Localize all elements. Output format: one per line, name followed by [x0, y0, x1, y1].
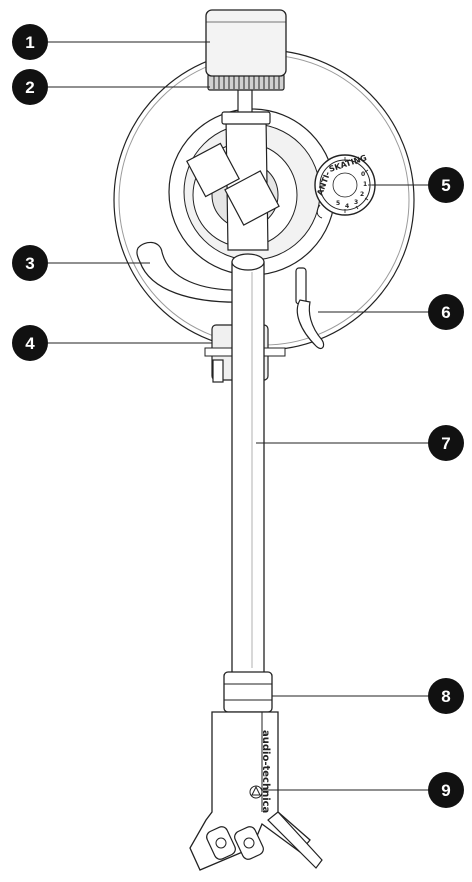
- svg-text:1: 1: [25, 33, 34, 52]
- callout-2: 2: [12, 69, 48, 105]
- tonearm-tube: [231, 261, 265, 675]
- callout-1: 1: [12, 24, 48, 60]
- callout-8: 8: [428, 678, 464, 714]
- callout-4: 4: [12, 325, 48, 361]
- anti-skating-dial[interactable]: ANTI- SKATING 0 1 2 3 4 5: [314, 153, 376, 216]
- arm-top-bracket: [221, 111, 271, 125]
- svg-text:3: 3: [25, 254, 34, 273]
- callout-6: 6: [428, 294, 464, 330]
- headshell-slot-right: [234, 826, 264, 860]
- callout-5: 5: [428, 167, 464, 203]
- callout-7: 7: [428, 425, 464, 461]
- svg-text:7: 7: [441, 434, 450, 453]
- dial-scale-1: 1: [363, 181, 367, 188]
- headshell-brand: audio-technica: [260, 730, 271, 813]
- headshell-screw-left: [215, 837, 227, 849]
- counterweight: [205, 9, 287, 77]
- headshell: audio-technica: [189, 711, 323, 871]
- svg-text:8: 8: [441, 687, 450, 706]
- dial-stem: [316, 204, 323, 219]
- callout-3: 3: [12, 245, 48, 281]
- dial-scale-4: 4: [345, 203, 349, 210]
- headshell-slot-left: [206, 826, 236, 860]
- svg-text:2: 2: [25, 78, 34, 97]
- tonearm-tube-top: [231, 253, 265, 271]
- dial-scale-0: 0: [361, 171, 365, 178]
- headshell-logo-mark: [251, 785, 261, 796]
- arm-lift-post: [212, 359, 224, 383]
- headshell-screw-right: [243, 837, 255, 849]
- arm-flap-right: [224, 170, 280, 226]
- svg-text:9: 9: [441, 781, 450, 800]
- svg-text:4: 4: [25, 334, 35, 353]
- dial-scale-5: 5: [336, 200, 340, 207]
- cueing-lever[interactable]: [295, 267, 325, 350]
- callout-leaders: [48, 41, 428, 791]
- svg-text:5: 5: [441, 176, 450, 195]
- ring-knurling: [213, 75, 280, 89]
- arm-flap-left: [186, 142, 240, 198]
- dial-scale-2: 2: [360, 191, 364, 198]
- svg-text:6: 6: [441, 303, 450, 322]
- callout-9: 9: [428, 772, 464, 808]
- headshell-locking-ring[interactable]: [223, 671, 273, 713]
- dial-scale-3: 3: [354, 199, 358, 206]
